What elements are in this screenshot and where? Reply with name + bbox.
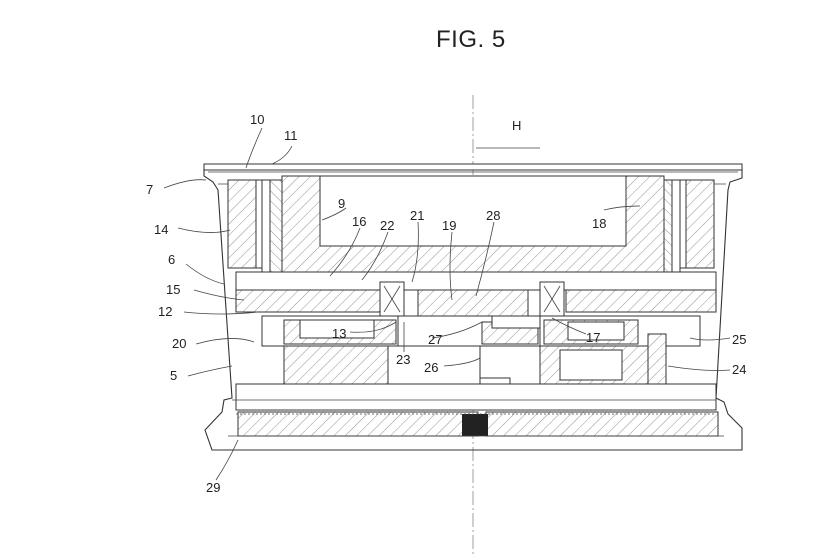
leader-lines: [163, 127, 731, 481]
label-25: 25: [732, 332, 746, 347]
label-21: 21: [410, 208, 424, 223]
reference-labels: 10 11 7 14 6 15 12 20 5 9 16 22 21 19 28…: [146, 112, 746, 495]
label-23: 23: [396, 352, 410, 367]
label-17: 17: [586, 330, 600, 345]
label-28: 28: [486, 208, 500, 223]
label-18: 18: [592, 216, 606, 231]
label-20: 20: [172, 336, 186, 351]
label-19: 19: [442, 218, 456, 233]
right-winding: [659, 179, 715, 275]
left-winding: [227, 179, 283, 275]
label-11: 11: [284, 128, 298, 143]
label-24: 24: [732, 362, 746, 377]
label-14: 14: [154, 222, 168, 237]
label-6: 6: [168, 252, 175, 267]
label-15: 15: [166, 282, 180, 297]
lid-layer: [203, 163, 743, 171]
label-10: 10: [250, 112, 264, 127]
middle-layer: [261, 315, 701, 347]
label-5: 5: [170, 368, 177, 383]
label-7: 7: [146, 182, 153, 197]
label-16: 16: [352, 214, 366, 229]
label-12: 12: [158, 304, 172, 319]
label-22: 22: [380, 218, 394, 233]
figure-title: FIG. 5: [436, 26, 506, 53]
stator-plate: [235, 271, 717, 317]
label-9: 9: [338, 196, 345, 211]
label-27: 27: [428, 332, 442, 347]
label-H: H: [512, 118, 521, 133]
label-29: 29: [206, 480, 220, 495]
label-13: 13: [332, 326, 346, 341]
label-26: 26: [424, 360, 438, 375]
base-plate: [228, 383, 724, 437]
